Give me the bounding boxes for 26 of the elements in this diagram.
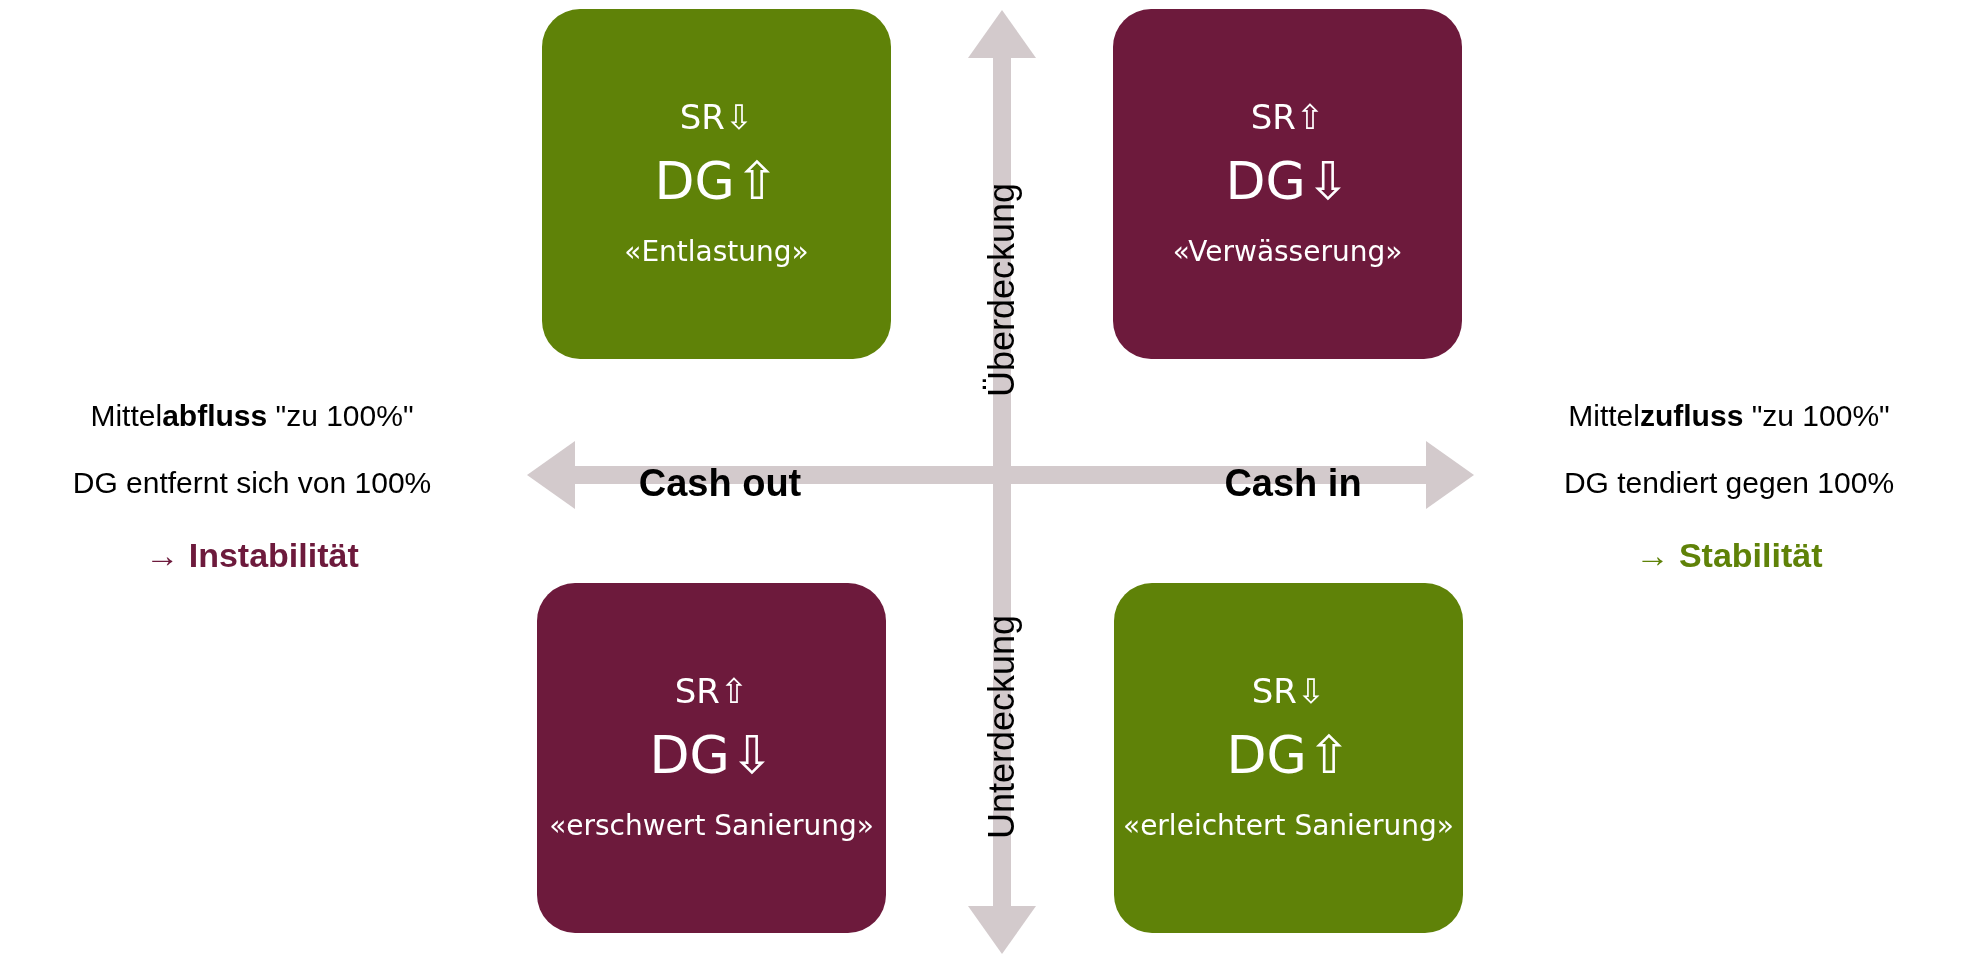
axis-label: Cash out — [638, 461, 802, 505]
quadrant-label: «erschwert Sanierung» — [549, 808, 874, 845]
quadrant-box — [542, 9, 891, 359]
annotation-text: Mittelzufluss "zu 100%" — [1568, 399, 1890, 433]
annotation-text: Mittelabfluss "zu 100%" — [90, 399, 414, 433]
axis-label: Unterdeckung — [981, 614, 1023, 840]
axis-label: Cash in — [1224, 461, 1362, 505]
annotation-text: → Stabilität — [1635, 535, 1823, 575]
annotation-text: → Instabilität — [145, 535, 359, 575]
axis-label: Überdeckung — [981, 182, 1023, 398]
quadrant-box — [1113, 9, 1462, 359]
indicator-text: SR⇩ — [1251, 671, 1326, 712]
indicator-text: DG⇩ — [649, 725, 774, 786]
quadrant-box — [1114, 583, 1463, 933]
quadrant-label: «erleichtert Sanierung» — [1123, 808, 1454, 845]
indicator-text: DG⇩ — [1225, 151, 1350, 212]
indicator-text: SR⇧ — [674, 671, 749, 712]
annotation-text: DG tendiert gegen 100% — [1563, 466, 1895, 500]
quadrant-box — [537, 583, 886, 933]
indicator-text: SR⇩ — [679, 97, 754, 138]
quadrant-label: «Entlastung» — [624, 234, 809, 271]
quadrant-label: «Verwässerung» — [1172, 234, 1403, 271]
annotation-text: DG entfernt sich von 100% — [72, 466, 432, 500]
indicator-text: DG⇧ — [654, 151, 779, 212]
indicator-text: DG⇧ — [1226, 725, 1351, 786]
indicator-text: SR⇧ — [1250, 97, 1325, 138]
